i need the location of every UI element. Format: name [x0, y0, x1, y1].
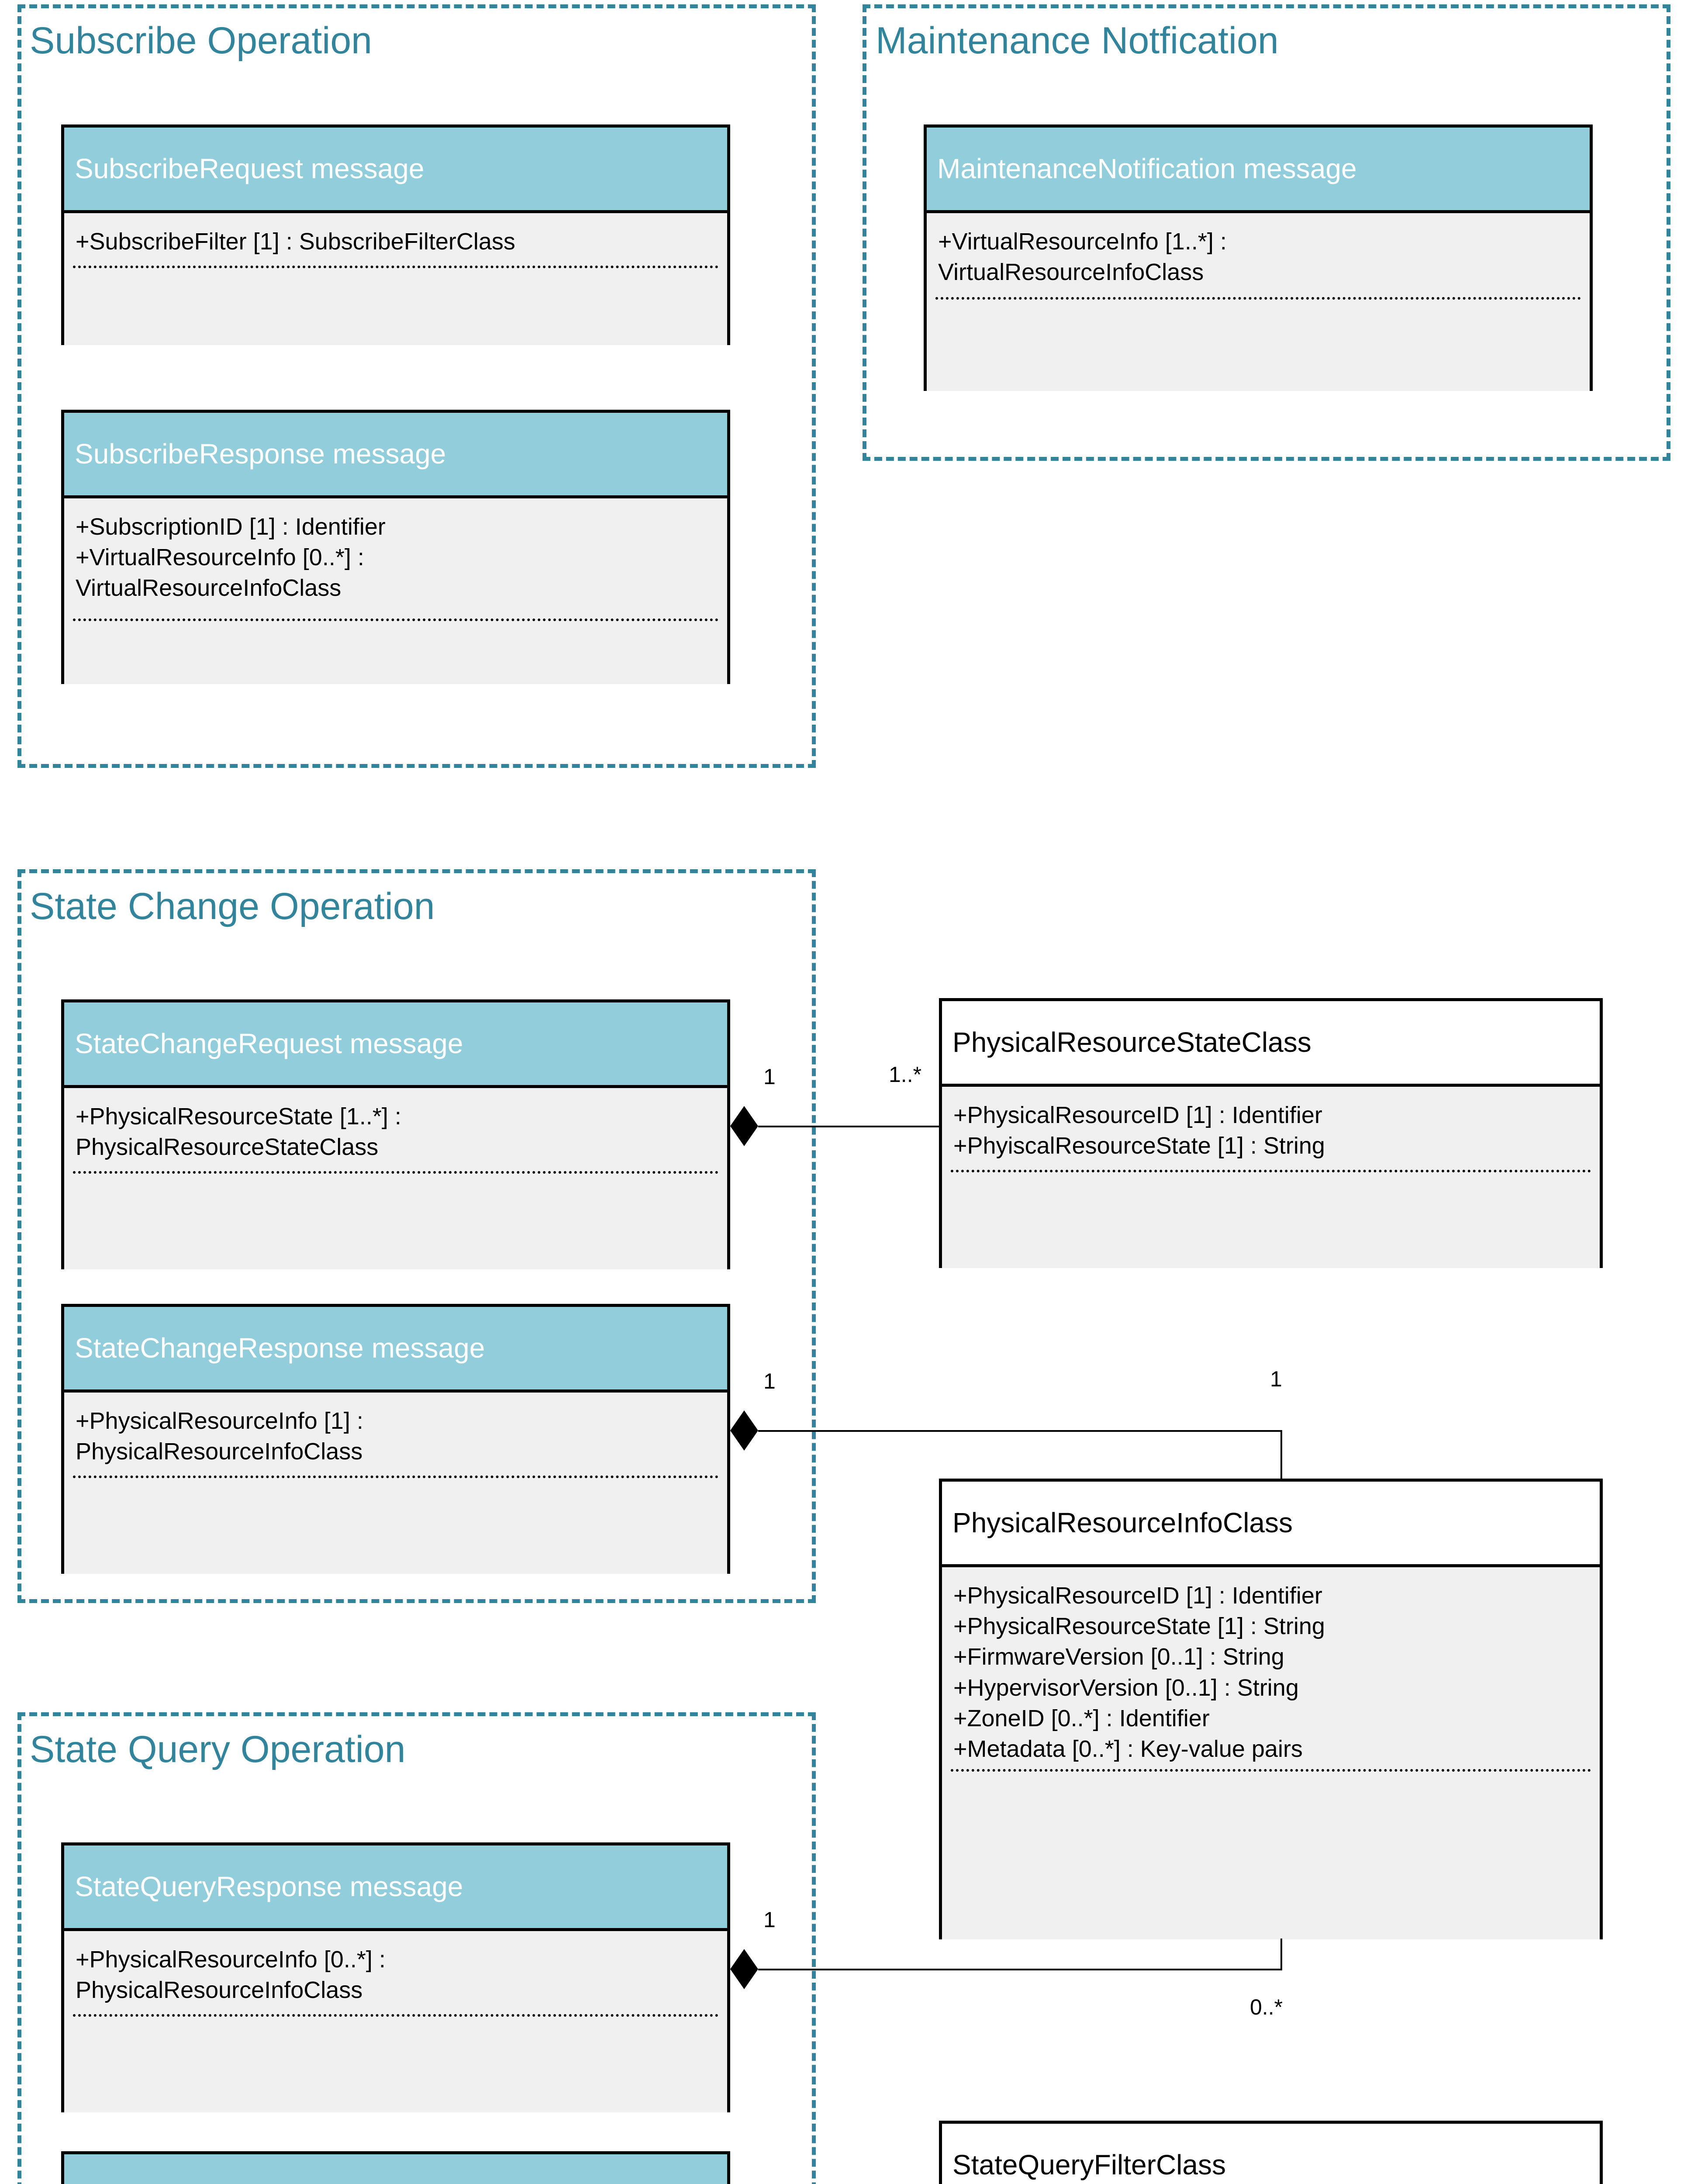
uml-header-state-change-request: StateChangeRequest message [64, 1002, 727, 1088]
uml-attribute: +VirtualResourceInfo [0..*] : VirtualRes… [76, 544, 364, 601]
uml-attribute: +PhysicalResourceState [1..*] : Physical… [76, 1103, 401, 1161]
uml-compartment-separator [73, 266, 718, 268]
group-frame-subscribe [17, 4, 816, 768]
uml-compartment-separator [73, 619, 718, 621]
uml-box-state-query-request[interactable]: StateQueryRequest message StateQueryFilt… [61, 2151, 730, 2184]
uml-header-state-change-response: StateChangeResponse message [64, 1307, 727, 1393]
group-frame-maintenance [863, 4, 1670, 461]
uml-header-physical-resource-state-class: PhysicalResourceStateClass [942, 1001, 1600, 1087]
group-title-subscribe: Subscribe Operation [30, 20, 372, 62]
connector-line-state-change-response-v [1280, 1430, 1282, 1479]
uml-attribute: +PhysicalResourceID [1] : Identifier [953, 1583, 1322, 1609]
uml-body-subscribe-request: +SubscribeFilter [1] : SubscribeFilterCl… [64, 213, 727, 345]
uml-attribute: +PhyiscalResourceState [1] : String [953, 1133, 1325, 1159]
uml-attribute: +PhysicalResourceState [1] : String [953, 1613, 1325, 1640]
uml-attribute: +ZoneID [0..*] : Identifier [953, 1705, 1210, 1731]
uml-class-name: MaintenanceNotification message [937, 152, 1357, 184]
group-frame-state-change [17, 869, 816, 1603]
uml-box-state-query-response[interactable]: StateQueryResponse message +PhysicalReso… [61, 1842, 730, 2112]
uml-attribute: +FirmwareVersion [0..1] : String [953, 1644, 1284, 1670]
multiplicity-target-physical-resource-state-class: 1..* [889, 1062, 922, 1087]
uml-box-maintenance-notification[interactable]: MaintenanceNotification message +Virtual… [924, 124, 1593, 391]
uml-body-physical-resource-info-class: +PhysicalResourceID [1] : Identifier +Ph… [942, 1567, 1600, 1939]
uml-box-subscribe-request[interactable]: SubscribeRequest message +SubscribeFilte… [61, 124, 730, 345]
multiplicity-source-state-change-response: 1 [763, 1369, 776, 1393]
uml-attribute: +PhysicalResourceInfo [1] : PhysicalReso… [76, 1408, 363, 1465]
uml-compartment-separator [73, 2014, 718, 2017]
uml-attribute: +PhysicalResourceInfo [0..*] : PhysicalR… [76, 1946, 386, 2004]
group-title-state-query: State Query Operation [30, 1728, 406, 1770]
uml-compartment-separator [73, 1171, 718, 1174]
uml-body-state-change-response: +PhysicalResourceInfo [1] : PhysicalReso… [64, 1393, 727, 1574]
multiplicity-source-state-change-request: 1 [763, 1064, 776, 1089]
uml-attribute: +PhysicalResourceID [1] : Identifier [953, 1102, 1322, 1128]
uml-body-physical-resource-state-class: +PhysicalResourceID [1] : Identifier +Ph… [942, 1087, 1600, 1268]
uml-class-name: StateQueryResponse message [75, 1870, 463, 1902]
uml-class-name: StateChangeResponse message [75, 1332, 485, 1364]
uml-box-subscribe-response[interactable]: SubscribeResponse message +SubscriptionI… [61, 410, 730, 684]
uml-body-maintenance-notification: +VirtualResourceInfo [1..*] : VirtualRes… [927, 213, 1590, 391]
group-title-maintenance: Maintenance Notfication [876, 20, 1279, 62]
uml-attribute: +SubscribeFilter [1] : SubscribeFilterCl… [76, 228, 515, 255]
uml-header-maintenance-notification: MaintenanceNotification message [927, 128, 1590, 213]
uml-class-name: StateChangeRequest message [75, 1027, 463, 1059]
uml-header-state-query-request: StateQueryRequest message [64, 2154, 727, 2184]
uml-header-physical-resource-info-class: PhysicalResourceInfoClass [942, 1482, 1600, 1567]
composition-diamond-state-change-request [730, 1106, 758, 1146]
uml-compartment-separator [951, 1170, 1591, 1172]
uml-header-state-query-response: StateQueryResponse message [64, 1845, 727, 1931]
uml-header-state-query-filter-class: StateQueryFilterClass [942, 2124, 1600, 2184]
uml-box-physical-resource-state-class[interactable]: PhysicalResourceStateClass +PhysicalReso… [939, 998, 1603, 1268]
connector-line-state-query-response-h [758, 1969, 1282, 1970]
uml-box-state-change-request[interactable]: StateChangeRequest message +PhysicalReso… [61, 999, 730, 1269]
uml-compartment-separator [935, 297, 1581, 300]
uml-header-subscribe-response: SubscribeResponse message [64, 413, 727, 498]
uml-class-name: StateQueryFilterClass [952, 2149, 1226, 2181]
uml-body-subscribe-response: +SubscriptionID [1] : Identifier +Virtua… [64, 498, 727, 684]
multiplicity-target-physical-resource-info-class-lower: 0..* [1250, 1995, 1283, 2019]
composition-diamond-state-query-response [730, 1949, 758, 1989]
connector-line-state-change-request [758, 1126, 939, 1127]
uml-attribute: +HypervisorVersion [0..1] : String [953, 1674, 1299, 1701]
uml-box-state-change-response[interactable]: StateChangeResponse message +PhysicalRes… [61, 1304, 730, 1574]
multiplicity-target-physical-resource-info-class-upper: 1 [1270, 1367, 1282, 1391]
uml-class-name: SubscribeRequest message [75, 152, 424, 184]
multiplicity-source-state-query-response: 1 [763, 1908, 776, 1932]
uml-class-name: PhysicalResourceStateClass [952, 1026, 1311, 1058]
uml-body-state-change-request: +PhysicalResourceState [1..*] : Physical… [64, 1088, 727, 1269]
uml-header-subscribe-request: SubscribeRequest message [64, 128, 727, 213]
uml-class-name: StateQueryRequest message [75, 2181, 442, 2184]
uml-box-state-query-filter-class[interactable]: StateQueryFilterClass +PhysicalResourceI… [939, 2121, 1603, 2184]
uml-attribute: +Metadata [0..*] : Key-value pairs [953, 1735, 1303, 1762]
group-frame-state-query [17, 1712, 816, 2184]
uml-compartment-separator [73, 1476, 718, 1478]
uml-body-state-query-response: +PhysicalResourceInfo [0..*] : PhysicalR… [64, 1931, 727, 2112]
uml-attribute: +SubscriptionID [1] : Identifier [76, 514, 386, 540]
uml-class-name: PhysicalResourceInfoClass [952, 1507, 1293, 1538]
uml-class-name: SubscribeResponse message [75, 438, 446, 470]
uml-box-physical-resource-info-class[interactable]: PhysicalResourceInfoClass +PhysicalResou… [939, 1479, 1603, 1939]
uml-attribute: +VirtualResourceInfo [1..*] : VirtualRes… [938, 228, 1227, 286]
connector-line-state-change-response-h [758, 1430, 1282, 1432]
group-title-state-change: State Change Operation [30, 885, 435, 927]
uml-compartment-separator [951, 1769, 1591, 1772]
composition-diamond-state-change-response [730, 1410, 758, 1451]
connector-line-state-query-response-v [1280, 1939, 1282, 1970]
